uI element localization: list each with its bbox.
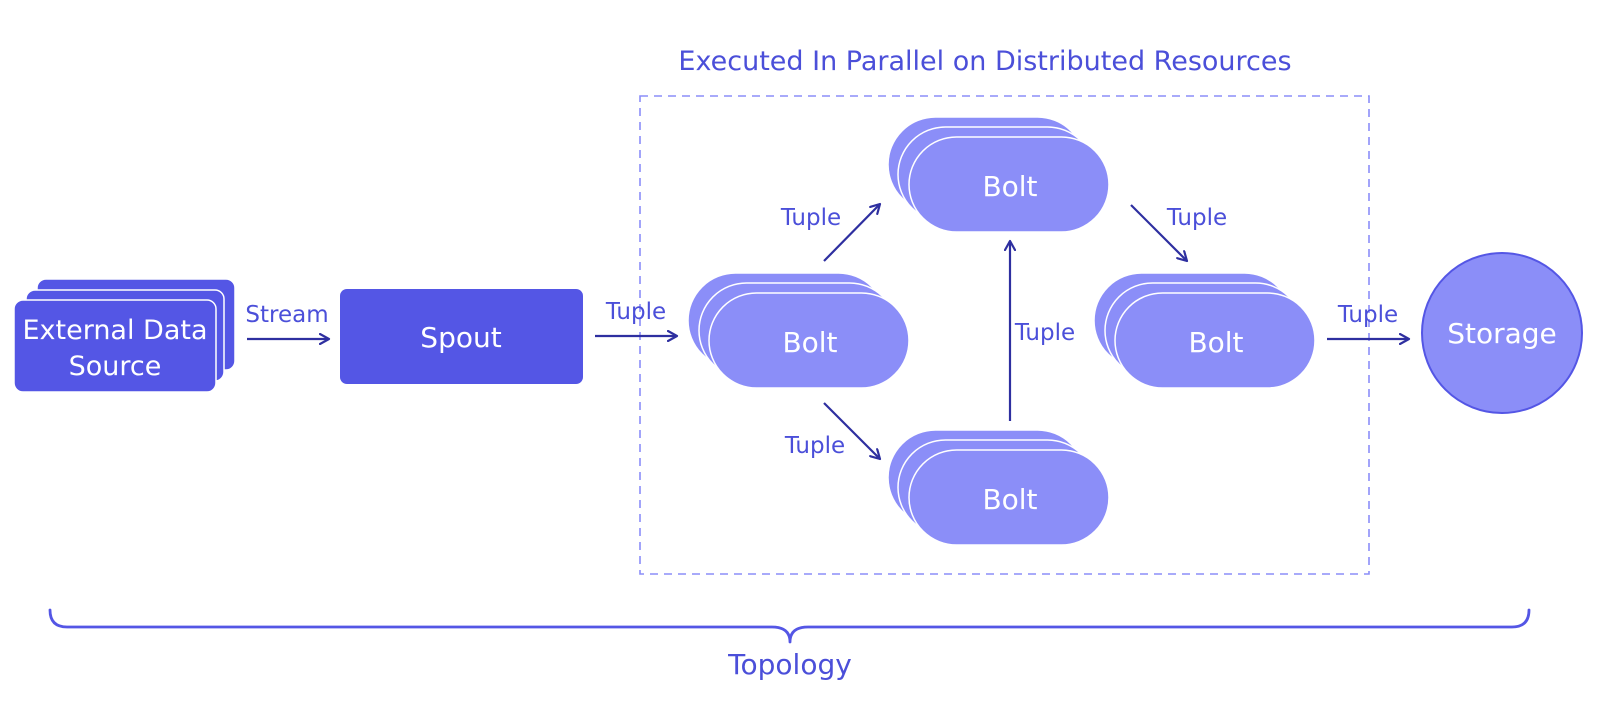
bolt-bottom-to-top-label: Tuple <box>1014 320 1075 346</box>
bolt-right-node: Bolt <box>1093 272 1316 389</box>
bolt-top-node: Bolt <box>887 116 1110 233</box>
spout-label: Spout <box>420 321 501 354</box>
external-data-source-label-line2: Source <box>69 351 162 382</box>
bolt-left-node: Bolt <box>687 272 910 389</box>
bolt-left-to-top-label: Tuple <box>780 205 841 231</box>
bolt-right-label: Bolt <box>1188 326 1243 359</box>
external-data-source-label: External Data <box>22 315 207 346</box>
bolt-top-to-right-label: Tuple <box>1166 205 1227 231</box>
bolt-top-to-right-arrow <box>1130 204 1187 261</box>
storage-node: Storage <box>1421 252 1583 414</box>
spout-to-bolt-label: Tuple <box>605 299 666 325</box>
spout-node: Spout <box>340 289 583 384</box>
bolt-top-label: Bolt <box>982 170 1037 203</box>
bolt-left-to-top-arrow <box>823 204 880 262</box>
parallel-region-title: Executed In Parallel on Distributed Reso… <box>678 46 1291 77</box>
topology-label: Topology <box>727 648 852 681</box>
bolt-to-storage-label: Tuple <box>1337 302 1398 328</box>
bolt-bottom-node: Bolt <box>887 429 1110 546</box>
bolt-bottom-label: Bolt <box>982 483 1037 516</box>
topology-brace <box>48 608 1531 644</box>
bolt-left-to-bottom-arrow <box>823 402 880 459</box>
bolt-left-label: Bolt <box>782 326 837 359</box>
storage-label: Storage <box>1447 317 1557 350</box>
bolt-left-to-bottom-label: Tuple <box>784 433 845 459</box>
external-data-source-node: External Data Source <box>13 278 236 393</box>
stream-label: Stream <box>245 302 328 328</box>
